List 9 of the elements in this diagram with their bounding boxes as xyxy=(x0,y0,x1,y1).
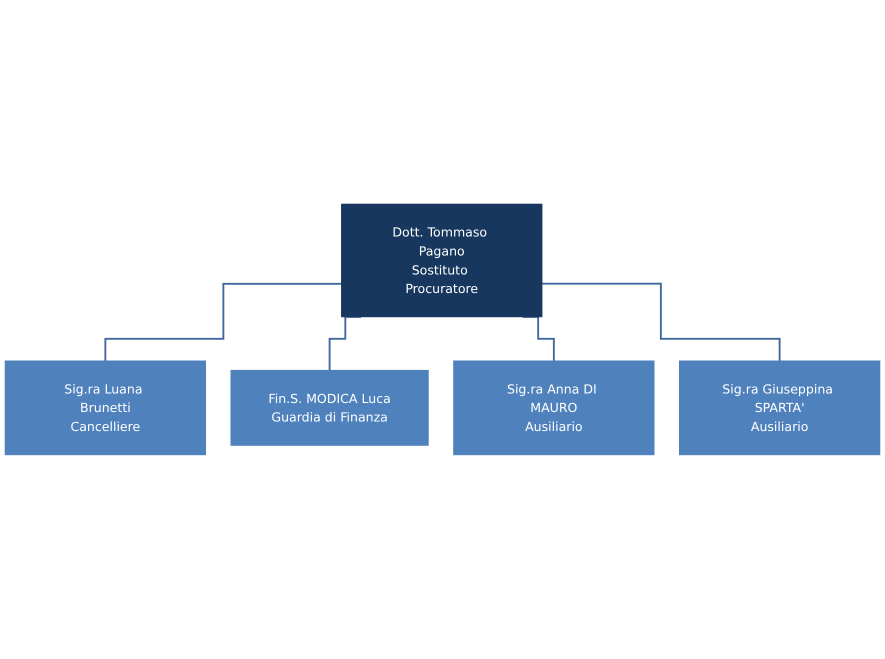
node-box: Fin.S. MODICA Luca Guardia di Finanza xyxy=(230,370,429,446)
connector xyxy=(522,316,555,362)
node-box: Sig.ra Anna DI MAURO Ausiliario xyxy=(453,360,654,456)
connector xyxy=(542,282,781,362)
node-box: Sig.ra Giuseppina SPARTA' Ausiliario xyxy=(678,360,880,456)
node-box: Dott. Tommaso Pagano Sostituto Procuratore xyxy=(341,204,542,318)
connector xyxy=(328,316,361,372)
connector xyxy=(104,282,342,362)
node-box: Sig.ra Luana Brunetti Cancelliere xyxy=(4,360,206,456)
